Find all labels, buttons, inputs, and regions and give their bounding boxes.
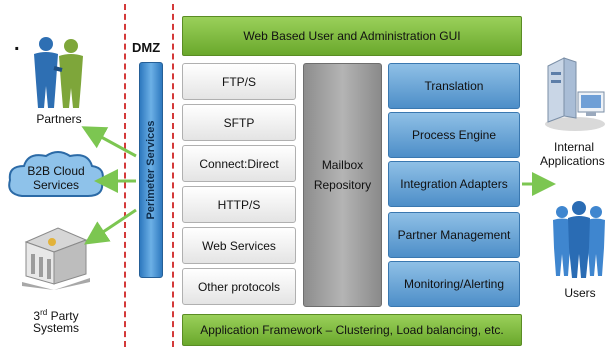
mailbox-label-1: Mailbox bbox=[321, 158, 364, 172]
b2b-cloud-label-2: Services bbox=[32, 178, 79, 192]
mailbox-repository: Mailbox Repository bbox=[303, 63, 382, 307]
partners-label: Partners bbox=[36, 112, 82, 126]
mailbox-label-2: Repository bbox=[313, 178, 372, 192]
third-party-sup: rd bbox=[40, 308, 48, 317]
third-party-label: 3rd Party bbox=[14, 306, 98, 323]
service-translation: Translation bbox=[388, 63, 520, 109]
arrow-to-third-party bbox=[84, 208, 137, 245]
service-integration-adapters: Integration Adapters bbox=[388, 161, 520, 207]
bank-building-icon bbox=[22, 227, 90, 290]
bullet-mark: . bbox=[14, 33, 20, 55]
protocol-connect-direct: Connect:Direct bbox=[182, 145, 296, 182]
third-party-num: 3 bbox=[33, 309, 41, 323]
protocol-other: Other protocols bbox=[182, 268, 296, 305]
service-monitoring-alerting: Monitoring/Alerting bbox=[388, 261, 520, 307]
users-label: Users bbox=[564, 286, 596, 300]
systems-label: Systems bbox=[32, 321, 79, 335]
top-gui-bar: Web Based User and Administration GUI bbox=[182, 16, 522, 56]
service-partner-management: Partner Management bbox=[388, 212, 520, 258]
dmz-right-line bbox=[172, 4, 174, 347]
arrow-to-partners bbox=[81, 126, 137, 158]
bottom-framework-bar: Application Framework – Clustering, Load… bbox=[182, 314, 522, 346]
dmz-left-line bbox=[124, 4, 126, 347]
internal-label-1: Internal bbox=[553, 140, 595, 154]
protocol-https: HTTP/S bbox=[182, 186, 296, 223]
users-people-icon bbox=[553, 201, 605, 278]
dmz-label: DMZ bbox=[132, 40, 161, 55]
protocol-web-services: Web Services bbox=[182, 227, 296, 264]
protocol-sftp: SFTP bbox=[182, 104, 296, 141]
internal-label-2: Applications bbox=[540, 154, 605, 168]
server-computers-icon bbox=[545, 57, 605, 131]
perimeter-services-bar: Perimeter Services bbox=[139, 62, 163, 278]
third-party-rest: Party bbox=[47, 309, 79, 323]
protocol-ftps: FTP/S bbox=[182, 63, 296, 100]
partners-people-icon bbox=[34, 37, 83, 108]
service-process-engine: Process Engine bbox=[388, 112, 520, 158]
b2b-cloud-label-1: B2B Cloud bbox=[27, 164, 85, 178]
